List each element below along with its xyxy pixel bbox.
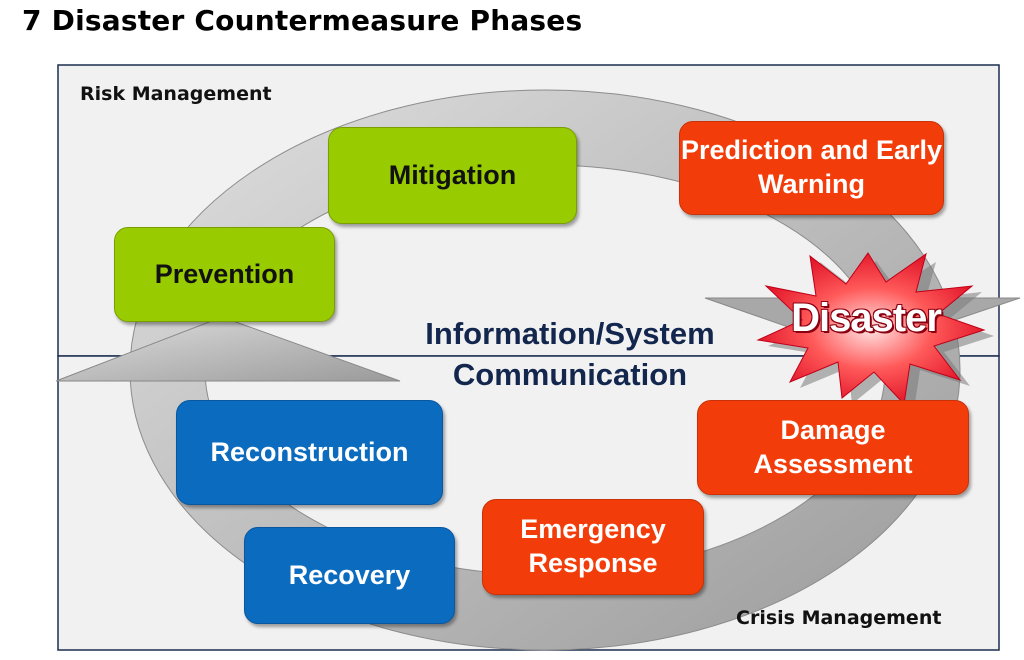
page-title: 7 Disaster Countermeasure Phases xyxy=(22,4,583,37)
crisis-management-label: Crisis Management xyxy=(736,607,942,629)
center-information-label: Information/System Communication xyxy=(380,313,760,395)
phase-emergency-response: Emergency Response xyxy=(482,499,704,595)
phase-mitigation: Mitigation xyxy=(328,127,577,224)
phase-damage-assessment: Damage Assessment xyxy=(697,400,969,495)
phase-recovery: Recovery xyxy=(244,527,455,624)
disaster-label: Disaster xyxy=(791,296,942,340)
risk-management-label: Risk Management xyxy=(80,83,272,105)
center-text-line-2: Communication xyxy=(452,357,688,393)
phase-prediction-early-warning: Prediction and Early Warning xyxy=(679,121,944,215)
center-text-line-1: Information/System xyxy=(425,316,715,351)
phase-reconstruction: Reconstruction xyxy=(176,400,443,505)
disaster-burst-icon xyxy=(756,252,986,406)
phase-prevention: Prevention xyxy=(114,227,335,322)
cycle-arrowhead-left xyxy=(55,316,401,382)
